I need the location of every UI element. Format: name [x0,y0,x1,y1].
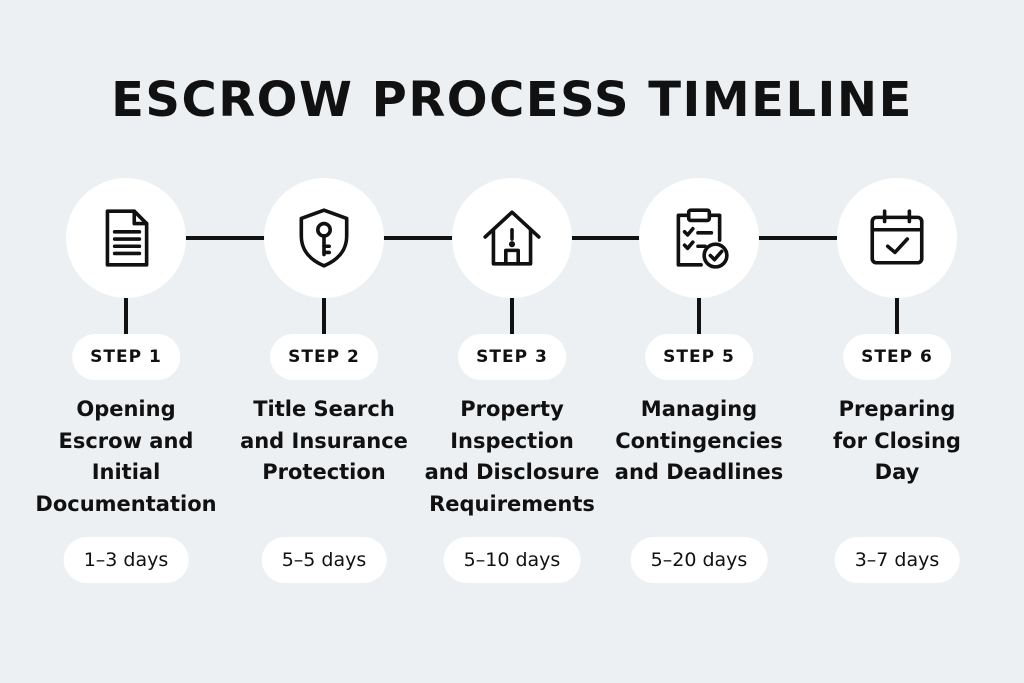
step-stem [510,298,514,334]
step-icon-circle [264,178,384,298]
timeline-step-1: STEP 1 Opening Escrow and Initial Docume… [26,0,226,683]
step-label: STEP 6 [843,334,951,380]
timeline-step-2: STEP 2 Title Search and Insurance Protec… [224,0,424,683]
step-icon-circle [837,178,957,298]
timeline-step-3: STEP 3 Property Inspection and Disclosur… [412,0,612,683]
step-title: Property Inspection and Disclosure Requi… [424,397,600,516]
page-title: ESCROW PROCESS TIMELINE [111,72,913,128]
timeline-connector [383,236,453,240]
step-stem [895,298,899,334]
step-title: Opening Escrow and Initial Documentation [35,397,217,516]
step-icon-circle [452,178,572,298]
step-stem [124,298,128,334]
shield-key-icon [299,208,349,268]
step-icon-circle [639,178,759,298]
calendar-check-icon [870,209,924,265]
step-icon-circle [66,178,186,298]
step-title: Preparing for Closing Day [833,397,961,484]
step-duration: 5–5 days [261,537,387,583]
step-title: Title Search and Insurance Protection [240,397,408,484]
step-label: STEP 5 [645,334,753,380]
document-icon [105,209,149,267]
step-stem [697,298,701,334]
step-label: STEP 2 [270,334,378,380]
step-duration: 3–7 days [834,537,960,583]
step-duration: 5–10 days [443,537,581,583]
timeline-connector [571,236,641,240]
timeline-step-5: STEP 6 Preparing for Closing Day 3–7 day… [797,0,997,683]
step-label: STEP 1 [72,334,180,380]
timeline-step-4: STEP 5 Managing Contingencies and Deadli… [599,0,799,683]
timeline-connector [757,236,837,240]
step-stem [322,298,326,334]
step-duration: 5–20 days [630,537,768,583]
step-title: Managing Contingencies and Deadlines [614,397,784,484]
house-alert-icon [483,210,541,266]
clipboard-check-icon [676,208,729,269]
step-label: STEP 3 [458,334,566,380]
timeline-connector [185,236,265,240]
step-duration: 1–3 days [63,537,189,583]
